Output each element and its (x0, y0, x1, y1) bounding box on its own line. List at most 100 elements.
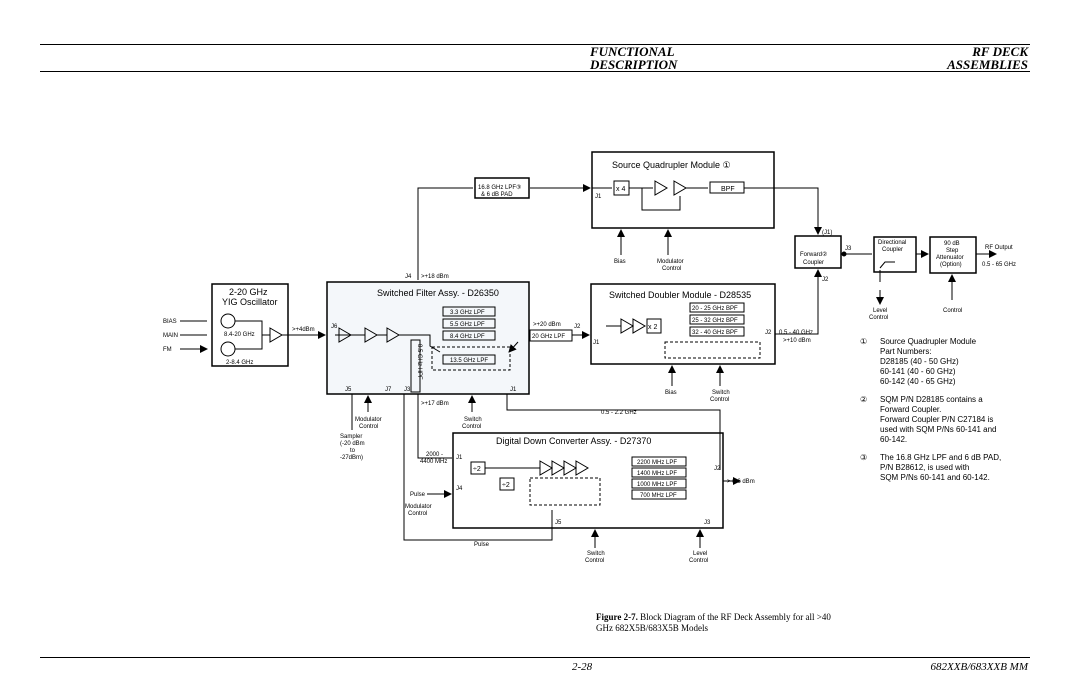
doubler-j1: J1 (593, 340, 600, 346)
sfa-j3: J3 (404, 387, 411, 393)
doubler-x2: x 2 (648, 324, 657, 331)
sfa-filter-1: 3.3 GHz LPF (450, 310, 485, 316)
sampler-line2: (-20 dBm (340, 441, 365, 447)
note-2-number: ② (860, 395, 868, 404)
ddc-mod2: Control (408, 511, 427, 517)
doubler-j2: J2 (765, 330, 772, 336)
lpf-pad-line2: & 6 dB PAD (481, 192, 513, 198)
sfa-filter-low: 13.5 GHz LPF (450, 358, 488, 364)
header-chapter-title-2: ASSEMBLIES (947, 57, 1028, 72)
sfa-j6: J6 (331, 324, 338, 330)
ddc-j3: J3 (704, 520, 711, 526)
ddc-filter-1: 2200 MHz LPF (637, 460, 677, 466)
doubler-out-power: >+10 dBm (783, 338, 811, 344)
note-2-line: Forward Coupler P/N C27184 is (880, 415, 994, 424)
attenuator-line1: 90 dB (944, 241, 960, 247)
ddc-j5: J5 (555, 520, 562, 526)
ddc-j2: J2 (714, 466, 721, 472)
yig-title2: YIG Oscillator (222, 297, 278, 307)
ddc-title: Digital Down Converter Assy. - D27370 (496, 436, 651, 446)
diagram-notes: ① Source Quadrupler Module Part Numbers:… (860, 337, 1040, 491)
sfa-filter-2: 5.5 GHz LPF (450, 322, 485, 328)
figure-caption-text: Block Diagram of the RF Deck Assembly fo… (596, 612, 831, 633)
note-1-number: ① (860, 337, 868, 346)
yig-main: MAIN (163, 333, 178, 339)
sfa-j7: J7 (385, 387, 392, 393)
mid-lpf-label: 20 GHz LPF (532, 334, 565, 340)
note-3-line: P/N B28612, is used with (880, 463, 970, 472)
dir-coupler-level2: Control (869, 315, 888, 321)
dir-coupler-line1: Directional (878, 240, 906, 246)
ddc-filter-2: 1400 MHz LPF (637, 471, 677, 477)
rf-output-label: RF Output (985, 245, 1013, 251)
ddc-pulse-bottom: Pulse (474, 542, 490, 548)
doubler-sw2: Control (710, 397, 729, 403)
source-quad-bpf: BPF (721, 186, 735, 193)
yig-band-low: 2-8.4 GHz (226, 360, 253, 366)
sampler-line3: to (350, 448, 356, 454)
note-1-line: Part Numbers: (880, 347, 932, 356)
figure-caption: Figure 2-7. Block Diagram of the RF Deck… (596, 612, 846, 634)
note-2-line: 60-142. (880, 435, 908, 444)
note-1-line: D28185 (40 - 50 GHz) (880, 357, 959, 366)
sfa-j4-power: >+18 dBm (421, 274, 449, 280)
digital-down-converter-box (452, 432, 724, 529)
lpf-pad-line1: 16.8 GHz LPF③ (478, 184, 521, 191)
note-2: ② SQM P/N D28185 contains a Forward Coup… (860, 395, 1040, 445)
yig-fm: FM (163, 347, 172, 353)
sfa-sw2: Control (462, 424, 481, 430)
doubler-bias: Bias (665, 390, 677, 396)
sfa-mod1: Modulator (355, 417, 382, 423)
attenuator-line3: Attenuator (936, 255, 964, 261)
forward-coupler-j3: J3 (845, 246, 852, 252)
ddc-div1: ÷2 (473, 466, 481, 473)
header-section-title-2: DESCRIPTION (590, 57, 678, 72)
dir-coupler-level1: Level (873, 308, 887, 314)
note-3-line: SQM P/Ns 60-141 and 60-142. (880, 473, 990, 482)
ddc-in1: 2000 - (426, 452, 443, 458)
yig-oscillator-box (211, 283, 289, 367)
forward-coupler-line1: Forward② (800, 251, 827, 258)
source-quad-mod2: Control (662, 266, 681, 272)
header-section-title-1: FUNCTIONAL (590, 44, 675, 59)
doubler-j2-in: J2 (574, 324, 581, 330)
ddc-filter-3: 1000 MHz LPF (637, 482, 677, 488)
ddc-pulse: Pulse (410, 492, 426, 498)
note-3-line: The 16.8 GHz LPF and 6 dB PAD, (880, 453, 1002, 462)
doubler-filter-3: 32 - 40 GHz BPF (692, 330, 738, 336)
sfa-j3-power: >+17 dBm (421, 401, 449, 407)
header-chapter-title-1: RF DECK (972, 44, 1028, 59)
ddc-j4: J4 (456, 486, 463, 492)
note-3: ③ The 16.8 GHz LPF and 6 dB PAD, P/N B28… (860, 453, 1040, 483)
dir-coupler-line2: Coupler (882, 247, 903, 253)
yig-bias: BIAS (163, 319, 177, 325)
forward-coupler-line2: Coupler (803, 260, 824, 266)
footer-page-number: 2-28 (572, 661, 593, 673)
note-3-number: ③ (860, 453, 868, 462)
ddc-j1: J1 (456, 455, 463, 461)
source-quad-j1-out: (J1) (822, 230, 832, 236)
ddc-sw2: Control (585, 558, 604, 564)
footer-rule (40, 657, 1030, 658)
forward-coupler-box (794, 235, 842, 269)
sfa-j4: J4 (405, 274, 412, 280)
sfa-title: Switched Filter Assy. - D26350 (377, 288, 499, 298)
note-2-line: used with SQM P/Ns 60-141 and (880, 425, 997, 434)
lpf-pad-box (474, 177, 530, 199)
source-quad-mod1: Modulator (657, 259, 684, 265)
sfa-mod2: Control (359, 424, 378, 430)
ddc-mod1: Modulator (405, 504, 432, 510)
sampler-line1: Sampler (340, 434, 362, 440)
rf-output-range: 0.5 - 65 GHz (982, 262, 1016, 268)
sfa-filter-vertical: 8.5 GHz HPF (416, 344, 422, 380)
ddc-sw1: Switch (587, 551, 605, 557)
switched-doubler-box (590, 283, 776, 365)
yig-band-high: 8.4-20 GHz (224, 332, 255, 338)
doubler-out-band: 0.5 - 40 GHz (779, 330, 813, 336)
ddc-filter-4: 700 MHz LPF (640, 493, 677, 499)
sampler-line4: -27dBm) (340, 455, 363, 461)
yig-out-power: >+4dBm (292, 327, 315, 333)
mid-lpf-power: >+20 dBm (533, 322, 561, 328)
ddc-out-power: >+16 dBm (727, 479, 755, 485)
